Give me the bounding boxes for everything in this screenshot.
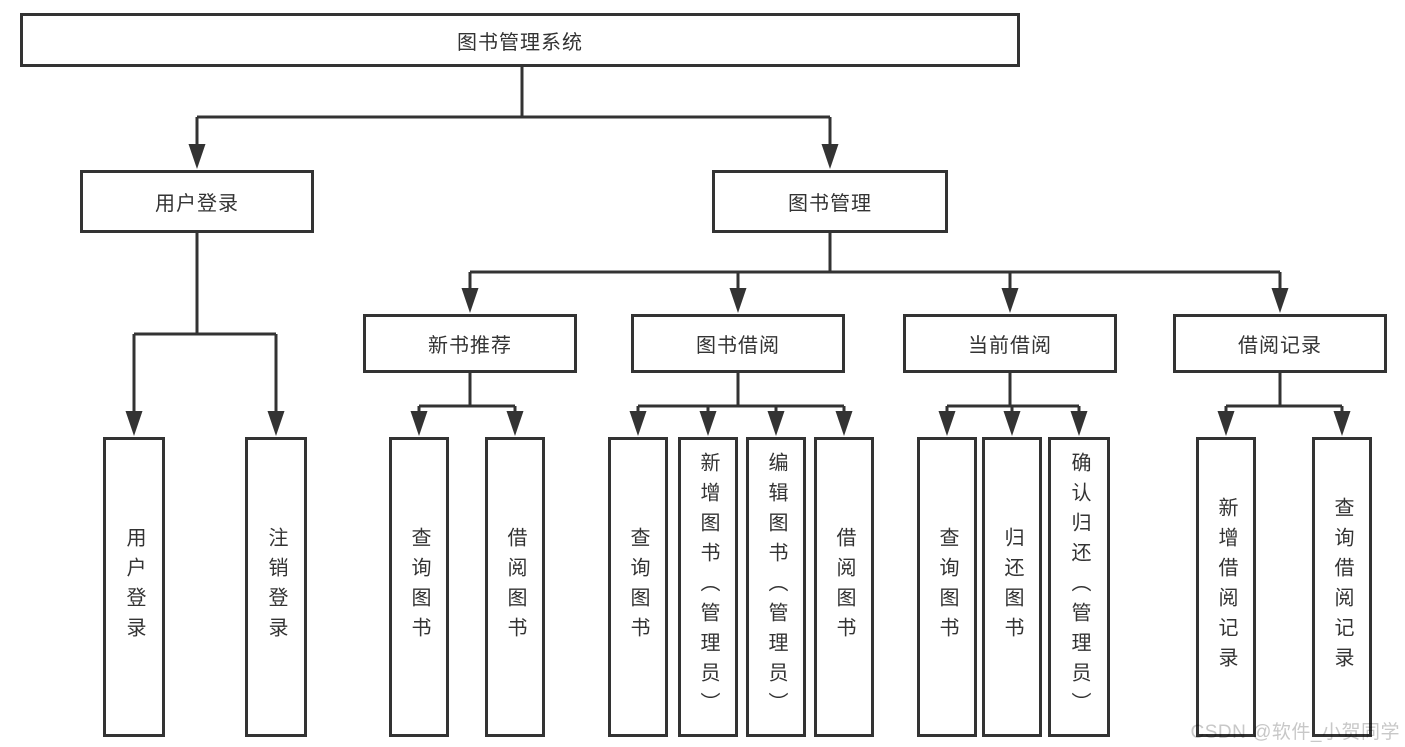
leaf-query-books-borrowing-label: 查询图书 bbox=[627, 527, 649, 647]
leaf-query-borrow-record-label: 查询借阅记录 bbox=[1331, 497, 1353, 677]
leaf-edit-book-admin: 编辑图书（管理员） bbox=[746, 437, 806, 737]
leaf-edit-book-admin-label: 编辑图书（管理员） bbox=[765, 452, 787, 722]
arrowhead bbox=[1001, 288, 1019, 313]
leaf-query-books-recommend: 查询图书 bbox=[389, 437, 449, 737]
arrowhead bbox=[267, 411, 285, 436]
connectors bbox=[132, 67, 1344, 414]
leaf-return-books-label: 归还图书 bbox=[1001, 527, 1023, 647]
node-new-book-recommend: 新书推荐 bbox=[363, 314, 577, 373]
arrowhead bbox=[125, 411, 143, 436]
node-borrowing-records-label: 借阅记录 bbox=[1238, 335, 1322, 357]
arrowhead bbox=[729, 288, 747, 313]
arrowhead bbox=[835, 411, 853, 436]
leaf-add-borrow-record-label: 新增借阅记录 bbox=[1215, 497, 1237, 677]
leaf-query-borrow-record: 查询借阅记录 bbox=[1312, 437, 1372, 737]
connector-root-to-level2 bbox=[195, 67, 832, 147]
watermark: CSDN @软件_小贺同学 bbox=[1190, 722, 1400, 743]
node-root-label: 图书管理系统 bbox=[457, 31, 583, 54]
arrowhead bbox=[1217, 411, 1235, 436]
arrowhead bbox=[1070, 411, 1088, 436]
connector-book-management-to-level3 bbox=[468, 233, 1282, 291]
leaf-borrow-books-borrowing: 借阅图书 bbox=[814, 437, 874, 737]
node-current-borrowing: 当前借阅 bbox=[903, 314, 1117, 373]
leaf-borrow-books-borrowing-label: 借阅图书 bbox=[833, 527, 855, 647]
leaf-confirm-return-admin: 确认归还（管理员） bbox=[1048, 437, 1110, 737]
leaf-borrow-books-recommend-label: 借阅图书 bbox=[504, 527, 526, 647]
leaf-confirm-return-admin-label: 确认归还（管理员） bbox=[1068, 452, 1090, 722]
node-new-book-recommend-label: 新书推荐 bbox=[428, 335, 512, 357]
node-current-borrowing-label: 当前借阅 bbox=[968, 335, 1052, 357]
node-root: 图书管理系统 bbox=[20, 13, 1020, 67]
node-user-login-label: 用户登录 bbox=[155, 193, 239, 215]
connector-new-book-recommend-to-leaves bbox=[417, 373, 517, 414]
leaf-query-books-borrowing: 查询图书 bbox=[608, 437, 668, 737]
leaf-query-books-recommend-label: 查询图书 bbox=[408, 527, 430, 647]
node-book-management: 图书管理 bbox=[712, 170, 948, 233]
arrowhead bbox=[938, 411, 956, 436]
leaf-return-books: 归还图书 bbox=[982, 437, 1042, 737]
arrowhead bbox=[506, 411, 524, 436]
connector-book-borrowing-to-leaves bbox=[636, 373, 846, 414]
leaf-borrow-books-recommend: 借阅图书 bbox=[485, 437, 545, 737]
node-borrowing-records: 借阅记录 bbox=[1173, 314, 1387, 373]
arrowhead bbox=[1333, 411, 1351, 436]
arrowhead bbox=[410, 411, 428, 436]
arrowhead bbox=[821, 144, 839, 169]
leaf-user-login-label: 用户登录 bbox=[123, 527, 145, 647]
leaf-logout: 注销登录 bbox=[245, 437, 307, 737]
arrowheads bbox=[125, 144, 1351, 436]
connector-current-borrowing-to-leaves bbox=[945, 373, 1081, 414]
node-book-management-label: 图书管理 bbox=[788, 193, 872, 215]
leaf-add-book-admin: 新增图书（管理员） bbox=[678, 437, 738, 737]
arrowhead bbox=[767, 411, 785, 436]
arrowhead bbox=[1003, 411, 1021, 436]
leaf-add-book-admin-label: 新增图书（管理员） bbox=[697, 452, 719, 722]
node-book-borrowing: 图书借阅 bbox=[631, 314, 845, 373]
arrowhead bbox=[629, 411, 647, 436]
connector-borrowing-records-to-leaves bbox=[1224, 373, 1344, 414]
leaf-query-books-current: 查询图书 bbox=[917, 437, 977, 737]
arrowhead bbox=[461, 288, 479, 313]
leaf-user-login: 用户登录 bbox=[103, 437, 165, 737]
leaf-logout-label: 注销登录 bbox=[265, 527, 287, 647]
node-user-login: 用户登录 bbox=[80, 170, 314, 233]
leaf-add-borrow-record: 新增借阅记录 bbox=[1196, 437, 1256, 737]
node-book-borrowing-label: 图书借阅 bbox=[696, 335, 780, 357]
arrowhead bbox=[1271, 288, 1289, 313]
leaf-query-books-current-label: 查询图书 bbox=[936, 527, 958, 647]
connector-user-login-to-leaves bbox=[132, 233, 278, 414]
arrowhead bbox=[188, 144, 206, 169]
arrowhead bbox=[699, 411, 717, 436]
